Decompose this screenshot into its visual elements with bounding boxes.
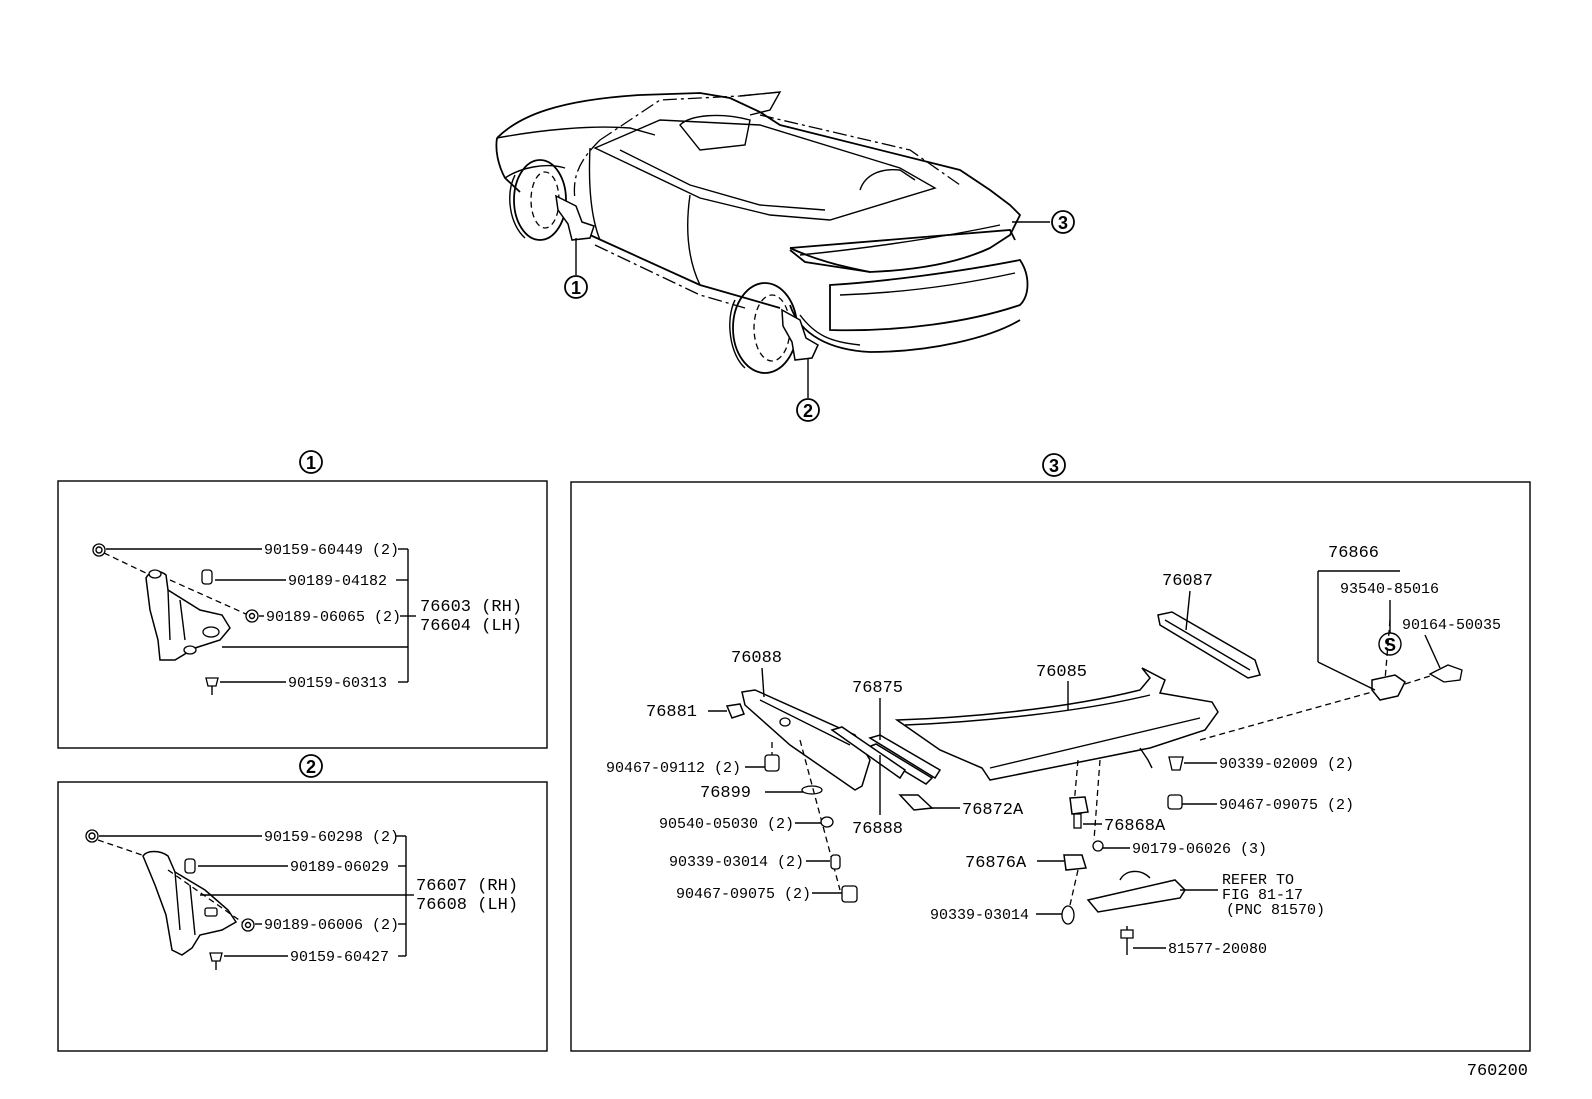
label-90467-09075-left: 90467-09075 (2)	[676, 886, 811, 903]
label-76088: 76088	[731, 649, 782, 668]
label-90540: 90540-05030 (2)	[659, 816, 794, 833]
car-illustration	[495, 91, 1050, 398]
s-marker-label: S	[1384, 635, 1396, 655]
section-1-frame	[57, 480, 548, 749]
label-76888: 76888	[852, 820, 903, 839]
figure-number: 760200	[1467, 1062, 1528, 1081]
s1-part-1: 90159-60449 (2)	[264, 542, 399, 559]
label-refer-2: FIG 81-17	[1222, 887, 1303, 904]
section-1-leaders	[106, 548, 416, 683]
callout-2: 2	[796, 398, 820, 422]
section-2-heading: 2	[299, 754, 323, 778]
section-3-frame	[570, 481, 1531, 1052]
section-2-number: 2	[306, 757, 316, 777]
label-90467-09112: 90467-09112 (2)	[606, 760, 741, 777]
s2-part-2: 90189-06029	[290, 859, 389, 876]
s1-part-3: 90189-06065 (2)	[266, 609, 401, 626]
section-2-illustration	[85, 829, 255, 970]
callout-1: 1	[564, 275, 588, 299]
callout-3-label: 3	[1058, 213, 1068, 233]
label-90339-02009: 90339-02009 (2)	[1219, 756, 1354, 773]
label-76087: 76087	[1162, 572, 1213, 591]
label-76872a: 76872A	[962, 801, 1024, 820]
callout-3: 3	[1051, 210, 1075, 234]
s2-part-4: 90159-60427	[290, 949, 389, 966]
section-3-heading: 3	[1042, 453, 1066, 477]
s1-assembly-lh: 76604 (LH)	[420, 617, 522, 636]
label-90467-09075-right: 90467-09075 (2)	[1219, 797, 1354, 814]
callout-1-label: 1	[571, 278, 581, 298]
label-93540: 93540-85016	[1340, 581, 1439, 598]
section-3-number: 3	[1049, 456, 1059, 476]
section-1-number: 1	[306, 453, 316, 473]
label-90339-03014-2: 90339-03014 (2)	[669, 854, 804, 871]
label-refer-1: REFER TO	[1222, 872, 1294, 889]
section-1-illustration	[92, 543, 259, 695]
s2-assembly-lh: 76608 (LH)	[416, 896, 518, 915]
section-2-frame	[57, 781, 548, 1052]
s2-assembly-rh: 76607 (RH)	[416, 877, 518, 896]
s2-part-3: 90189-06006 (2)	[264, 917, 399, 934]
section-3-illustration	[725, 611, 1463, 955]
s1-part-4: 90159-60313	[288, 675, 387, 692]
s1-part-2: 90189-04182	[288, 573, 387, 590]
label-81577: 81577-20080	[1168, 941, 1267, 958]
section-3-leaders	[708, 570, 1441, 949]
label-90339-03014: 90339-03014	[930, 907, 1029, 924]
label-76875: 76875	[852, 679, 903, 698]
section-1-heading: 1	[299, 450, 323, 474]
label-90179: 90179-06026 (3)	[1132, 841, 1267, 858]
s2-part-1: 90159-60298 (2)	[264, 829, 399, 846]
label-76899: 76899	[700, 784, 751, 803]
label-refer-3: (PNC 81570)	[1226, 902, 1325, 919]
label-76868a: 76868A	[1104, 817, 1166, 836]
label-76866: 76866	[1328, 544, 1379, 563]
section-2-leaders	[99, 835, 414, 957]
callout-2-label: 2	[803, 401, 813, 421]
label-90164: 90164-50035	[1402, 617, 1501, 634]
label-76085: 76085	[1036, 663, 1087, 682]
label-76881: 76881	[646, 703, 697, 722]
label-76876a: 76876A	[965, 854, 1027, 873]
s1-assembly-rh: 76603 (RH)	[420, 598, 522, 617]
